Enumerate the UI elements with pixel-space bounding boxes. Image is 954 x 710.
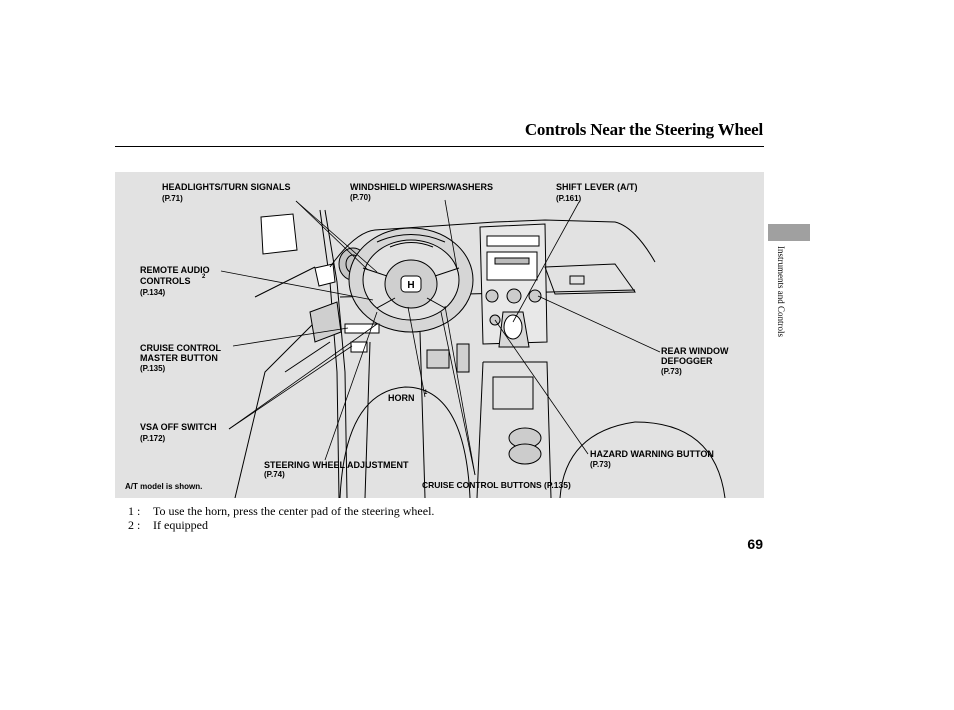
section-side-label: Instruments and Controls <box>776 246 788 386</box>
shift-lever-label: SHIFT LEVER (A/T) <box>556 182 638 192</box>
cruise-control-master-page-ref: (P.135) <box>140 364 166 373</box>
model-note: A/T model is shown. <box>125 482 203 491</box>
remote-audio-controls-label-line2: CONTROLS <box>140 276 191 286</box>
hazard-warning-button-label: HAZARD WARNING BUTTON <box>590 449 714 459</box>
svg-text:H: H <box>407 280 414 291</box>
dashboard-illustration: H <box>220 199 726 498</box>
cruise-control-master-label-line2: MASTER BUTTON <box>140 353 218 363</box>
remote-audio-footnote-marker: 2 <box>202 274 206 280</box>
rear-window-defogger-label-line2: DEFOGGER <box>661 356 713 366</box>
cruise-control-master-label-line1: CRUISE CONTROL <box>140 343 221 353</box>
steering-wheel-adjustment-label: STEERING WHEEL ADJUSTMENT <box>264 460 409 470</box>
page-number: 69 <box>747 536 763 552</box>
footnote-1-text: To use the horn, press the center pad of… <box>153 504 435 518</box>
cruise-control-buttons-label: CRUISE CONTROL BUTTONS (P.135) <box>422 480 571 490</box>
footnote-1-number: 1 : <box>128 504 141 518</box>
steering-wheel-adjustment-page-ref: (P.74) <box>264 470 285 479</box>
page-title: Controls Near the Steering Wheel <box>524 120 763 139</box>
dashboard-diagram: H <box>115 172 764 498</box>
title-rule <box>115 146 764 147</box>
remote-audio-controls-label-line1: REMOTE AUDIO <box>140 265 210 275</box>
rear-window-defogger-page-ref: (P.73) <box>661 367 682 376</box>
section-tab-marker <box>768 224 810 241</box>
footnote-2-text: If equipped <box>153 518 208 532</box>
headlights-turn-signals-label: HEADLIGHTS/TURN SIGNALS <box>162 182 291 192</box>
vsa-off-switch-label: VSA OFF SWITCH <box>140 422 217 432</box>
wipers-page-ref: (P.70) <box>350 193 371 202</box>
headlights-page-ref: (P.71) <box>162 194 183 203</box>
windshield-wipers-washers-label: WINDSHIELD WIPERS/WASHERS <box>350 182 494 192</box>
shift-lever-page-ref: (P.161) <box>556 194 582 203</box>
horn-footnote-marker: 1 <box>424 390 428 396</box>
section-side-label-text: Instruments and Controls <box>776 246 786 337</box>
vsa-off-switch-page-ref: (P.172) <box>140 434 166 443</box>
hazard-warning-page-ref: (P.73) <box>590 460 611 469</box>
footnote-2-number: 2 : <box>128 518 141 532</box>
horn-label: HORN <box>388 393 415 403</box>
remote-audio-page-ref: (P.134) <box>140 288 166 297</box>
rear-window-defogger-label-line1: REAR WINDOW <box>661 346 729 356</box>
